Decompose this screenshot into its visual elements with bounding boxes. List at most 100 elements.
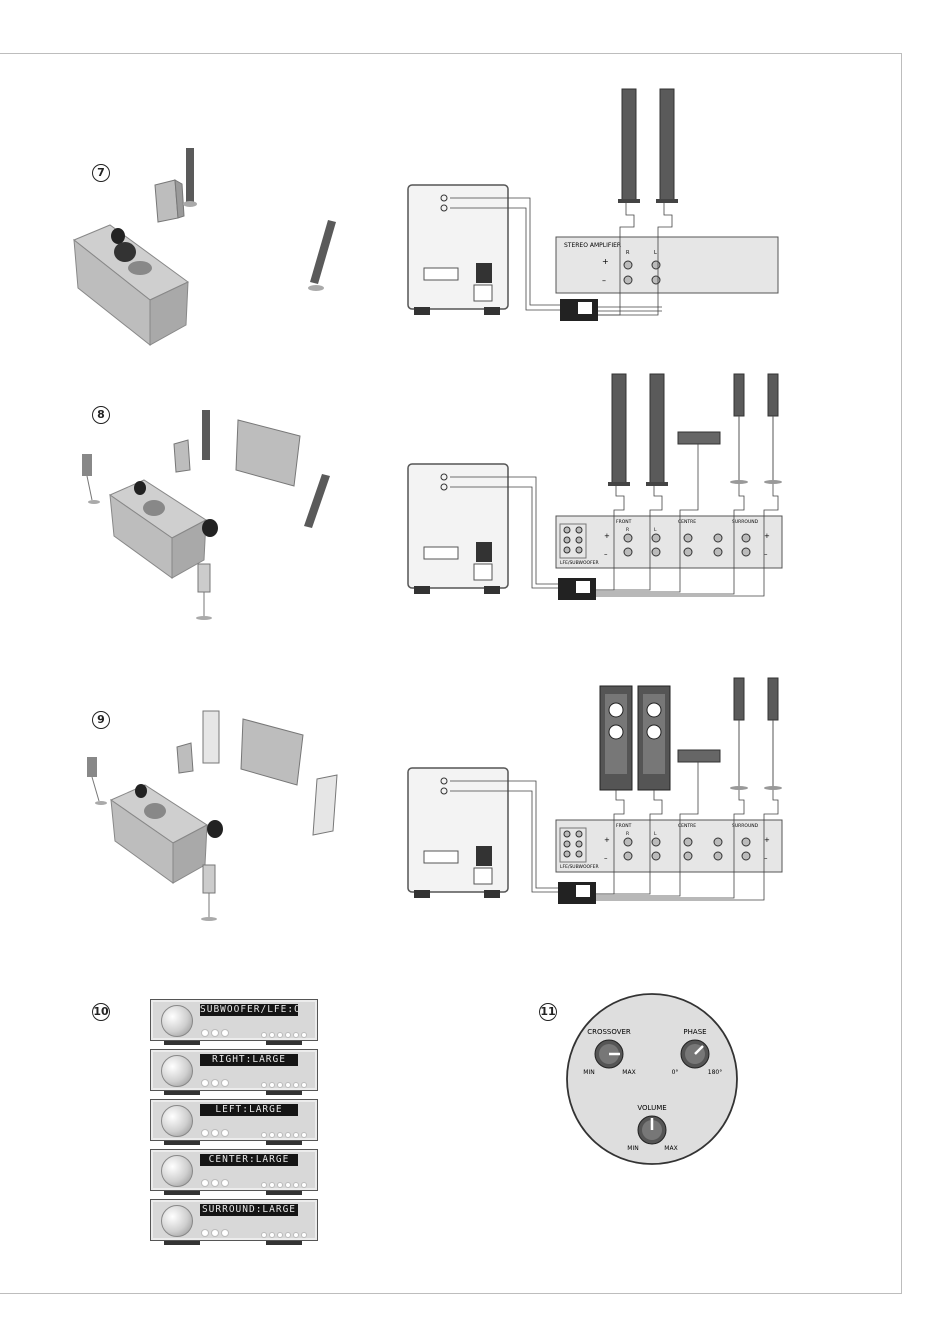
step-number-9: 9 <box>92 711 110 729</box>
room-scene-9 <box>87 710 338 921</box>
indicator-dots <box>261 1223 309 1242</box>
sofa-with-people <box>108 479 218 579</box>
volume-max-label: MAX <box>664 1145 677 1152</box>
button-dots <box>201 1022 231 1041</box>
indicator-dots <box>261 1173 309 1192</box>
minus-sign-right: – <box>764 550 768 558</box>
lcd-readout: SUBWOOFER/LFE:ON <box>200 1004 298 1016</box>
plus-sign: + <box>604 836 610 844</box>
crossover-min-label: MIN <box>583 1069 594 1076</box>
floorstanding-speaker-right <box>599 685 633 791</box>
tv-screen <box>235 419 301 487</box>
front-label: FRONT <box>616 519 632 525</box>
lcd-readout: RIGHT:LARGE <box>200 1054 298 1066</box>
tv-screen <box>240 718 304 786</box>
surround-speaker-right <box>730 677 748 790</box>
centre-label: CENTRE <box>678 823 696 829</box>
volume-knob-icon <box>161 1105 193 1137</box>
volume-min-label: MIN <box>627 1145 638 1152</box>
indicator-dots <box>261 1073 309 1092</box>
subwoofer-control-panel: CROSSOVER MIN MAX PHASE 0° 180° VOLUME M… <box>566 993 738 1165</box>
subwoofer-illustration <box>154 179 185 223</box>
lfe-subwoofer-label: LFE/SUBWOOFER <box>560 560 599 566</box>
speaker-cables <box>450 762 779 901</box>
surround-label: SURROUND <box>732 823 759 829</box>
connection-diagram-9: LFE/SUBWOOFER + – FRONT CENTRE SURROUND … <box>407 677 783 904</box>
step-number-10: 10 <box>92 1003 110 1021</box>
receiver-display-right: RIGHT:LARGE <box>150 1049 318 1091</box>
speaker-cables <box>450 444 779 597</box>
centre-speaker <box>677 749 721 763</box>
channel-l-label: L <box>654 831 657 837</box>
av-receiver-panel: LFE/SUBWOOFER + – FRONT CENTRE SURROUND … <box>555 819 783 873</box>
lcd-readout: SURROUND:LARGE <box>200 1204 298 1216</box>
page-frame-bottom <box>0 1293 902 1294</box>
channel-l-label: L <box>654 250 657 256</box>
sofa-with-people <box>109 784 223 884</box>
speaker-tower-left <box>183 148 197 207</box>
volume-knob-icon <box>161 1055 193 1087</box>
receiver-feet <box>160 1141 306 1145</box>
minus-sign-right: – <box>764 854 768 862</box>
plus-sign: + <box>604 532 610 540</box>
surround-speaker-rear <box>196 563 212 620</box>
volume-knob-icon <box>161 1205 193 1237</box>
front-speaker-left <box>656 88 678 203</box>
crossover-max-label: MAX <box>622 1069 635 1076</box>
surround-speaker-left <box>764 373 782 484</box>
receiver-feet <box>160 1041 306 1045</box>
receiver-display-center: CENTER:LARGE <box>150 1149 318 1191</box>
phase-label: PHASE <box>683 1028 706 1036</box>
front-speaker-right <box>618 88 640 203</box>
receiver-display-subwoofer: SUBWOOFER/LFE:ON <box>150 999 318 1041</box>
room-scene-7 <box>73 148 336 347</box>
phase-0-label: 0° <box>672 1069 679 1076</box>
minus-sign: – <box>604 550 608 558</box>
subwoofer-rear-panel <box>407 767 509 898</box>
av-receiver-panel: LFE/SUBWOOFER + – FRONT CENTRE SURROUND … <box>555 515 783 569</box>
sofa-with-people <box>73 224 189 347</box>
page-frame-top <box>0 53 902 54</box>
button-dots <box>201 1222 231 1241</box>
button-dots <box>201 1072 231 1091</box>
lcd-readout: CENTER:LARGE <box>200 1154 298 1166</box>
volume-label: VOLUME <box>637 1104 666 1112</box>
plus-sign: + <box>602 257 609 266</box>
button-dots <box>201 1172 231 1191</box>
centre-label: CENTRE <box>678 519 696 525</box>
receiver-feet <box>160 1091 306 1095</box>
step-number-11: 11 <box>539 1003 557 1021</box>
receiver-display-left: LEFT:LARGE <box>150 1099 318 1141</box>
volume-knob-icon <box>161 1155 193 1187</box>
speaker-tower-right <box>308 220 336 291</box>
floorstanding-speaker-right <box>312 774 338 836</box>
connection-diagram-8: LFE/SUBWOOFER + – FRONT CENTRE SURROUND … <box>407 373 783 600</box>
centre-speaker <box>677 431 721 445</box>
crossover-knob-icon <box>594 1039 624 1069</box>
volume-knob-icon <box>637 1115 667 1145</box>
step-number-8: 8 <box>92 406 110 424</box>
minus-sign: – <box>602 276 606 285</box>
plus-sign-right: + <box>764 532 770 540</box>
minus-sign: – <box>604 854 608 862</box>
front-label: FRONT <box>616 823 632 829</box>
phase-knob-icon <box>680 1039 710 1069</box>
front-speaker-left <box>646 373 668 486</box>
subwoofer-rear-panel <box>407 184 509 315</box>
channel-l-label: L <box>654 527 657 533</box>
room-scene-8 <box>82 410 330 620</box>
crossover-label: CROSSOVER <box>587 1028 631 1036</box>
signal-switch-box <box>558 578 596 600</box>
channel-r-label: R <box>626 250 630 256</box>
plus-sign-right: + <box>764 836 770 844</box>
volume-knob-icon <box>161 1005 193 1037</box>
speaker-cables <box>450 197 673 316</box>
floorstanding-speaker-left <box>202 710 220 764</box>
signal-switch-box <box>558 882 596 904</box>
signal-switch-box <box>560 299 598 321</box>
subwoofer-illustration <box>173 439 191 473</box>
receiver-feet <box>160 1191 306 1195</box>
indicator-dots <box>261 1023 309 1042</box>
surround-label: SURROUND <box>732 519 759 525</box>
surround-speaker-left <box>87 757 107 805</box>
